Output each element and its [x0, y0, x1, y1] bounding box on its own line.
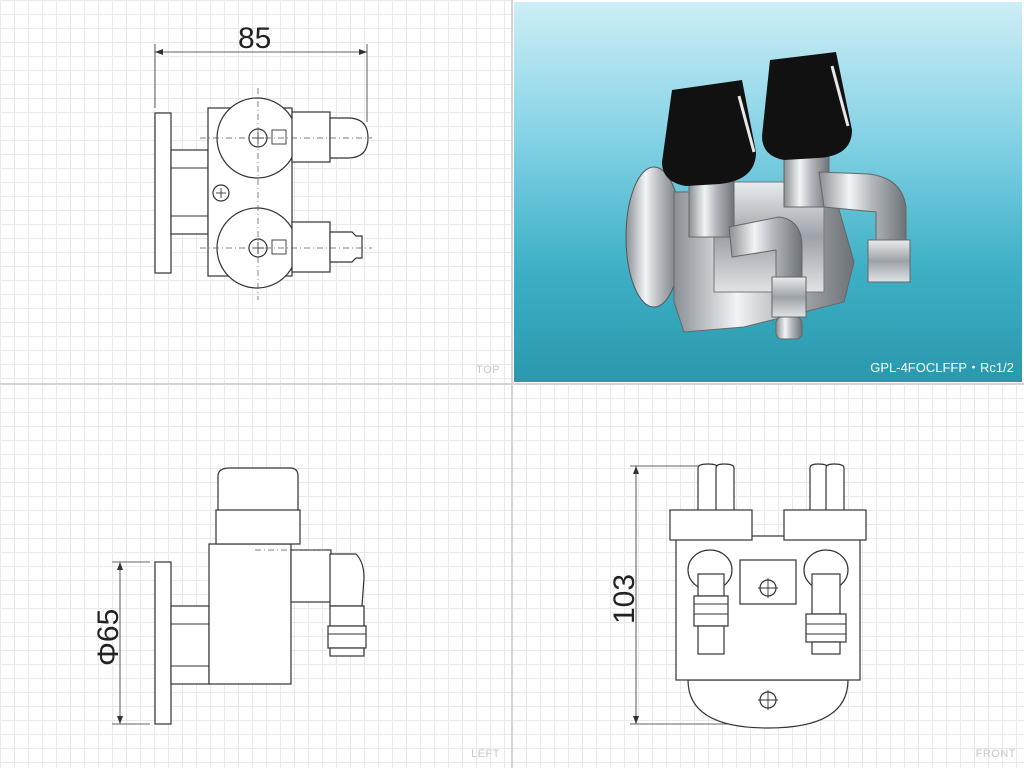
left-view-panel: Φ65 LEFT — [0, 384, 512, 768]
front-view-panel: 103 FRONT — [512, 384, 1024, 768]
top-view-label: TOP — [476, 364, 500, 376]
product-model-caption: GPL-4FOCLFFP・Rc1/2 — [870, 360, 1014, 375]
left-view-label: LEFT — [471, 748, 500, 760]
dimension-85-text: 85 — [238, 22, 271, 55]
dimension-103-text: 103 — [608, 574, 641, 624]
front-view-drawing: 103 — [608, 463, 867, 729]
dimension-phi65-text: Φ65 — [92, 609, 125, 666]
top-view-panel: 85 TOP — [0, 0, 512, 384]
front-view-label: FRONT — [975, 748, 1016, 760]
product-photo-panel: GPL-4FOCLFFP・Rc1/2 — [514, 2, 1022, 382]
product-photo — [625, 52, 911, 340]
horizontal-divider — [0, 383, 1024, 385]
top-view-drawing: 85 — [154, 22, 372, 300]
left-view-drawing: Φ65 — [92, 467, 367, 725]
